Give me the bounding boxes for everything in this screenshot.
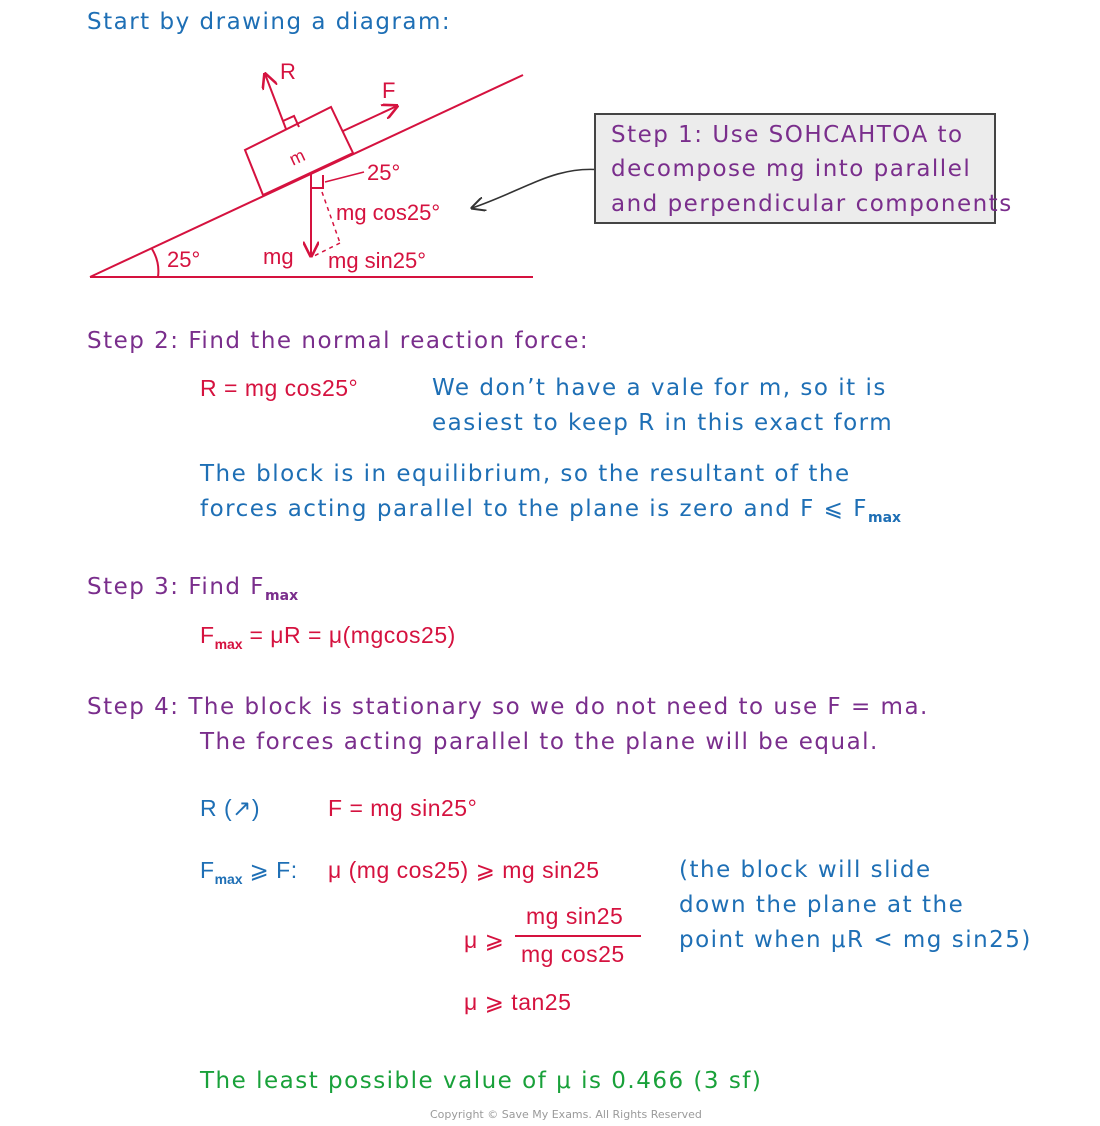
label-m: m	[286, 145, 308, 169]
friction-arrow	[342, 106, 397, 132]
step1-callout-box: Step 1: Use SOHCAHTOA to decompose mg in…	[594, 113, 1011, 224]
label-mg-cos: mg cos25°	[336, 200, 440, 225]
normal-reaction-arrow	[265, 74, 287, 130]
ineq-sub: max	[214, 871, 243, 887]
step3-heading-sub: max	[265, 588, 299, 604]
step4-resolve-label: R (↗)	[200, 795, 261, 821]
fraction-numerator: mg sin25	[526, 903, 624, 929]
step4-resolve-eq: F = mg sin25°	[328, 795, 478, 821]
callout-arrow	[472, 168, 603, 208]
step4-ineq1: μ (mg cos25) ⩾ mg sin25	[328, 857, 600, 883]
step2-equil-line1: The block is in equilibrium, so the resu…	[200, 461, 851, 487]
step3-eq-F: F	[200, 622, 215, 648]
label-mg-sin: mg sin25°	[328, 248, 426, 273]
step2-note-line2: easiest to keep R in this exact form	[432, 410, 894, 436]
label-mg: mg	[263, 244, 294, 269]
label-angle-top: 25°	[367, 160, 400, 185]
step4-mu-ge: μ ⩾	[464, 927, 505, 953]
step3-equation: Fmax = μR = μ(mgcos25)	[200, 622, 456, 652]
step4-side-line1: (the block will slide	[679, 857, 932, 883]
step4-ineq-label: Fmax ⩾ F:	[200, 857, 298, 887]
ineq-F: F	[200, 857, 215, 883]
step3-heading: Step 3: Find Fmax	[87, 574, 299, 604]
right-angle-mark-bottom	[311, 175, 324, 189]
step1-line2: decompose mg into parallel	[611, 156, 972, 182]
right-angle-mark-top	[282, 114, 300, 128]
inclined-plane-diagram: R F m 25° mg cos25° 25° mg mg sin25°	[89, 59, 606, 278]
step1-line3: and perpendicular components	[611, 191, 1013, 217]
angle-line	[324, 171, 365, 183]
fraction-denominator: mg cos25	[521, 941, 625, 967]
equil-sub-max: max	[867, 510, 902, 526]
step4-line2: The forces acting parallel to the plane …	[200, 729, 879, 755]
equil-line2-text: forces acting parallel to the plane is z…	[200, 496, 868, 522]
step3-eq-rest: = μR = μ(mgcos25)	[242, 622, 456, 648]
ineq-rest: ⩾ F:	[242, 857, 298, 883]
block	[243, 105, 355, 197]
step2-heading: Step 2: Find the normal reaction force:	[87, 328, 590, 354]
intro-text: Start by drawing a diagram:	[87, 9, 452, 35]
perp-dashed	[321, 191, 341, 244]
step2-note-line1: We don’t have a vale for m, so it is	[432, 375, 887, 401]
label-F: F	[382, 78, 395, 103]
step2-equil-line2: forces acting parallel to the plane is z…	[200, 496, 902, 526]
parallel-dashed	[313, 242, 341, 257]
step4-mu-tan: μ ⩾ tan25	[464, 989, 572, 1015]
label-R: R	[280, 59, 296, 84]
step3-heading-text: Step 3: Find F	[87, 574, 266, 600]
step4-side-line2: down the plane at the	[679, 892, 965, 918]
step1-line1: Step 1: Use SOHCAHTOA to	[611, 122, 964, 148]
final-answer: The least possible value of μ is 0.466 (…	[200, 1068, 763, 1094]
label-angle-base: 25°	[167, 247, 200, 272]
step4-side-line3: point when μR < mg sin25)	[679, 927, 1032, 953]
copyright-text: Copyright © Save My Exams. All Rights Re…	[430, 1108, 702, 1121]
fraction-line	[515, 935, 641, 937]
step4-line1: Step 4: The block is stationary so we do…	[87, 694, 929, 720]
base-angle-arc	[151, 248, 160, 278]
step2-equation: R = mg cos25°	[200, 375, 359, 401]
step3-eq-sub: max	[214, 636, 243, 652]
incline-line	[89, 74, 524, 278]
